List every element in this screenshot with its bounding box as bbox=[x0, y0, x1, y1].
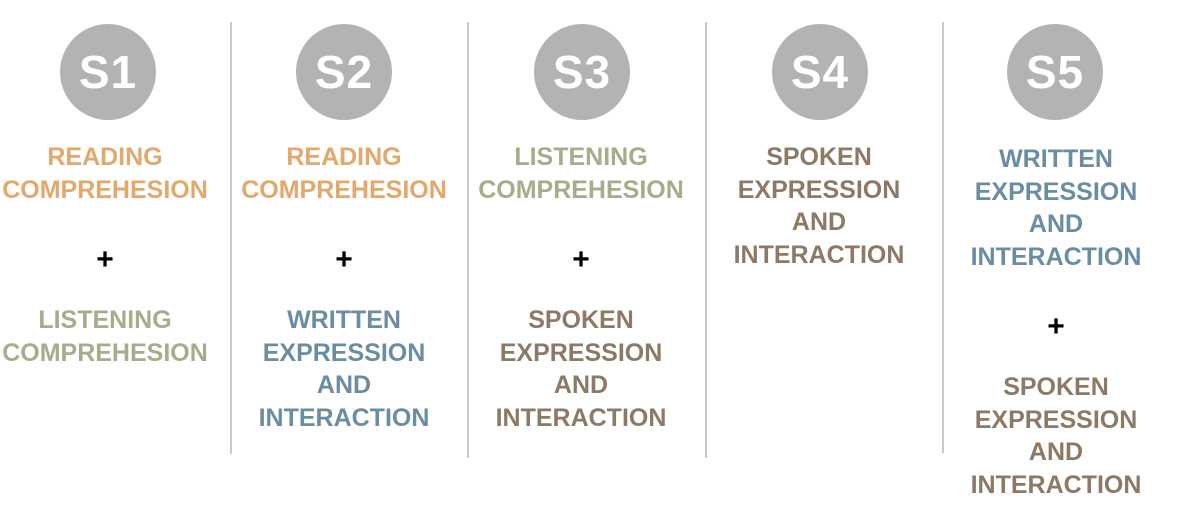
skill-line: EXPRESSION bbox=[974, 405, 1138, 434]
skill-line: COMPREHESION bbox=[2, 338, 208, 367]
skill-label-spoken-expression: SPOKEN EXPRESSION AND INTERACTION bbox=[463, 304, 699, 434]
level-badge-s5: S5 bbox=[1007, 24, 1103, 120]
skill-label-listening-comprehension: LISTENING COMPREHESION bbox=[0, 304, 223, 369]
skill-line: WRITTEN bbox=[999, 145, 1113, 173]
skill-line: INTERACTION bbox=[258, 403, 430, 432]
plus-sign: + bbox=[335, 243, 353, 276]
skill-label-reading-comprehension: READING COMPREHESION bbox=[0, 141, 223, 206]
skill-line: AND bbox=[1028, 210, 1084, 238]
skill-label-spoken-expression: SPOKEN EXPRESSION AND INTERACTION bbox=[938, 371, 1174, 501]
skill-line: AND bbox=[791, 208, 847, 236]
level-column-s2: S2 READING COMPREHESION + WRITTEN EXPRES… bbox=[226, 0, 462, 532]
level-column-s4: S4 SPOKEN EXPRESSION AND INTERACTION bbox=[701, 0, 937, 532]
skill-label-written-expression: WRITTEN EXPRESSION AND INTERACTION bbox=[226, 304, 462, 434]
skill-line: EXPRESSION bbox=[499, 338, 663, 367]
skill-line: EXPRESSION bbox=[974, 177, 1138, 206]
skill-line: AND bbox=[553, 371, 609, 399]
skill-line: LISTENING bbox=[514, 143, 648, 171]
skill-line: INTERACTION bbox=[733, 240, 905, 269]
skill-line: COMPREHESION bbox=[241, 175, 447, 204]
skill-line: AND bbox=[316, 371, 372, 399]
column-divider bbox=[230, 22, 232, 454]
skill-line: SPOKEN bbox=[766, 143, 872, 171]
column-divider bbox=[467, 22, 469, 458]
level-column-s5: S5 WRITTEN EXPRESSION AND INTERACTION + … bbox=[938, 0, 1174, 532]
skill-line: COMPREHESION bbox=[2, 175, 208, 204]
plus-sign: + bbox=[572, 243, 590, 276]
level-badge-s3: S3 bbox=[534, 24, 630, 120]
skill-line: EXPRESSION bbox=[262, 338, 426, 367]
skill-line: SPOKEN bbox=[1003, 373, 1109, 401]
skill-line: INTERACTION bbox=[970, 242, 1142, 271]
skill-line: INTERACTION bbox=[970, 470, 1142, 499]
skill-line: AND bbox=[1028, 438, 1084, 466]
column-divider bbox=[942, 22, 944, 453]
skill-label-written-expression: WRITTEN EXPRESSION AND INTERACTION bbox=[938, 143, 1174, 273]
skill-line: READING bbox=[286, 143, 402, 171]
plus-sign: + bbox=[1047, 310, 1065, 343]
column-divider bbox=[705, 22, 707, 458]
skill-line: SPOKEN bbox=[528, 306, 634, 334]
skill-line: LISTENING bbox=[38, 306, 172, 334]
level-badge-s4: S4 bbox=[772, 24, 868, 120]
skill-label-spoken-expression: SPOKEN EXPRESSION AND INTERACTION bbox=[701, 141, 937, 271]
skill-line: COMPREHESION bbox=[478, 175, 684, 204]
skill-line: WRITTEN bbox=[287, 306, 401, 334]
skill-line: INTERACTION bbox=[495, 403, 667, 432]
level-badge-s2: S2 bbox=[296, 24, 392, 120]
skill-label-reading-comprehension: READING COMPREHESION bbox=[226, 141, 462, 206]
level-column-s3: S3 LISTENING COMPREHESION + SPOKEN EXPRE… bbox=[463, 0, 699, 532]
level-badge-s1: S1 bbox=[60, 24, 156, 120]
skill-line: EXPRESSION bbox=[737, 175, 901, 204]
plus-sign: + bbox=[96, 243, 114, 276]
level-column-s1: S1 READING COMPREHESION + LISTENING COMP… bbox=[0, 0, 223, 532]
skill-line: READING bbox=[47, 143, 163, 171]
skill-label-listening-comprehension: LISTENING COMPREHESION bbox=[463, 141, 699, 206]
